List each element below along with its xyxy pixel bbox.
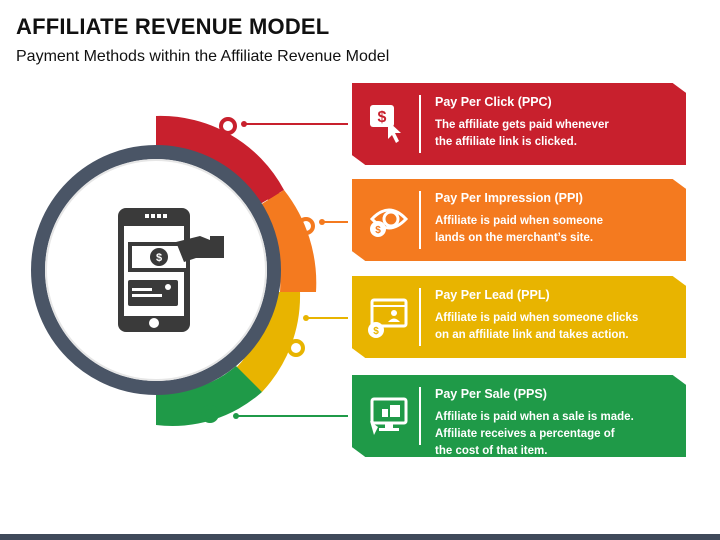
card-ppc: $ Pay Per Click (PPC) The affiliate gets… <box>352 83 686 165</box>
card-title: Pay Per Impression (PPI) <box>435 191 583 205</box>
svg-text:$: $ <box>156 252 162 264</box>
click-dollar-icon: $ <box>364 99 414 149</box>
card-desc-line: lands on the merchant’s site. <box>435 232 594 244</box>
card-desc-line: Affiliate is paid when someone clicks <box>435 312 639 324</box>
card-description: Affiliate is paid when someone lands on … <box>435 213 675 247</box>
card-ppi: $ Pay Per Impression (PPI) Affiliate is … <box>352 179 686 261</box>
page-subtitle: Payment Methods within the Affiliate Rev… <box>16 48 390 65</box>
card-separator <box>419 387 421 445</box>
eye-coin-icon: $ <box>364 195 414 245</box>
card-separator <box>419 95 421 153</box>
knob-ppl <box>287 339 305 357</box>
connector-dot-ppl <box>303 315 309 321</box>
card-desc-line: Affiliate receives a percentage of <box>435 428 615 440</box>
monitor-cart-icon <box>364 391 414 441</box>
card-title: Pay Per Sale (PPS) <box>435 387 547 401</box>
connector-dot-pps <box>233 413 239 419</box>
card-description: Affiliate is paid when a sale is made. A… <box>435 409 675 457</box>
center-inner-shadow <box>45 159 267 381</box>
card-desc-line: on an affiliate link and takes action. <box>435 329 629 341</box>
card-desc-line: the affiliate link is clicked. <box>435 136 577 148</box>
knob-pps <box>201 405 219 423</box>
browser-user-icon: $ <box>364 292 414 342</box>
card-separator <box>419 191 421 249</box>
card-description: The affiliate gets paid whenever the aff… <box>435 117 675 151</box>
connector-dot-ppi <box>319 219 325 225</box>
svg-text:$: $ <box>375 225 381 236</box>
card-desc-line: The affiliate gets paid whenever <box>435 119 609 131</box>
card-desc-line: the cost of that item. <box>435 445 548 457</box>
card-desc-line: Affiliate is paid when someone <box>435 215 604 227</box>
arc-segment-ppl <box>236 292 301 392</box>
arc-segment-pps <box>156 366 262 427</box>
card-separator <box>419 288 421 346</box>
knob-ppc <box>219 117 237 135</box>
page-title: AFFILIATE REVENUE MODEL <box>16 14 330 39</box>
svg-text:$: $ <box>373 326 379 337</box>
card-title: Pay Per Click (PPC) <box>435 95 552 109</box>
card-description: Affiliate is paid when someone clicks on… <box>435 310 675 344</box>
svg-text:$: $ <box>378 109 387 126</box>
knob-ppi <box>297 217 315 235</box>
card-pps: Pay Per Sale (PPS) Affiliate is paid whe… <box>352 375 686 457</box>
phone-payment-icon: $ <box>118 208 224 332</box>
footer-bar <box>0 534 720 540</box>
card-title: Pay Per Lead (PPL) <box>435 288 550 302</box>
connector-dot-ppc <box>241 121 247 127</box>
card-desc-line: Affiliate is paid when a sale is made. <box>435 411 634 423</box>
card-ppl: $ Pay Per Lead (PPL) Affiliate is paid w… <box>352 276 686 358</box>
